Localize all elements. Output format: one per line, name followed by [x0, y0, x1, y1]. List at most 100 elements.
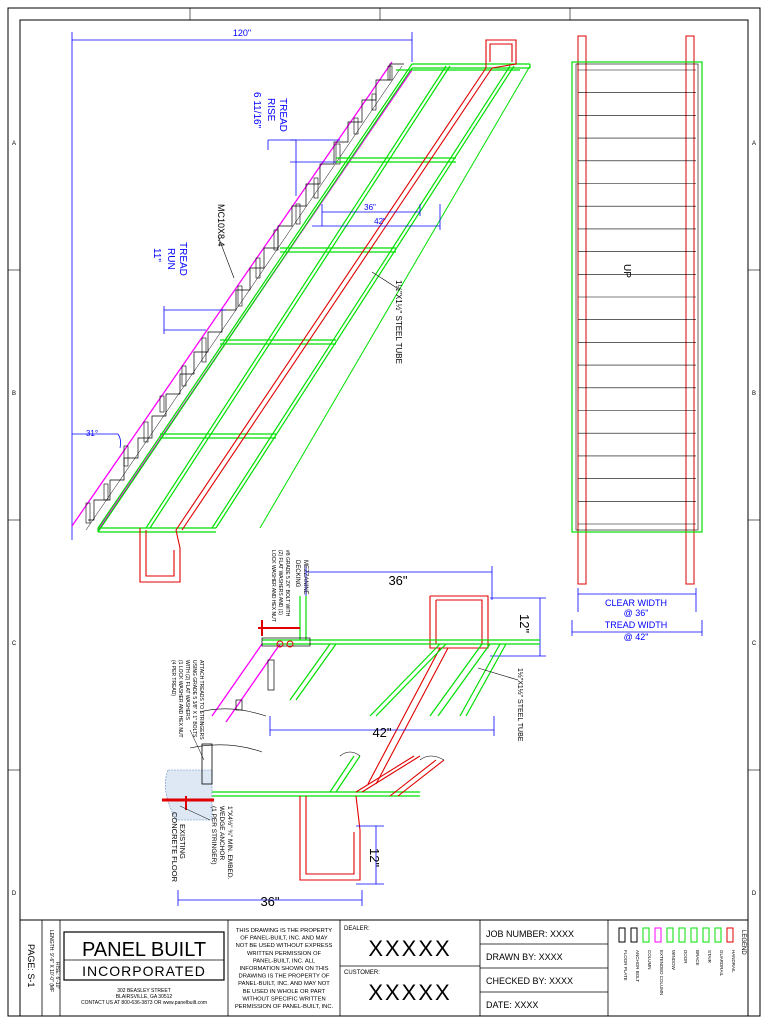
guardrail-frame — [97, 63, 531, 533]
customer-label: CUSTOMER: — [344, 970, 380, 976]
connection-detail-view: 36" 12" — [162, 550, 546, 909]
dim-120-text: 120" — [233, 28, 251, 38]
detail-dim-36-bottom: 36" — [260, 894, 279, 909]
zone-letter-a-right: A — [752, 141, 756, 147]
dealer-value: XXXXX — [368, 936, 451, 961]
zone-letter-c-left: C — [12, 641, 17, 647]
legend-swatch — [726, 927, 734, 943]
company-subname: INCORPORATED — [82, 963, 206, 979]
detail-dim-12-top: 12" — [517, 614, 532, 633]
company-address-1: 302 BEASLEY STREET — [117, 988, 171, 994]
note-attach-2: USING GRADE 5 3/8" X 1" BOLTS — [191, 660, 197, 738]
plan-direction: UP — [621, 264, 632, 278]
legend-item: BRACE — [695, 950, 700, 966]
company-address-2: BLAIRSVILLE, GA 30512 — [116, 994, 173, 1000]
note-mezzanine-1: MEZZANINE — [302, 560, 308, 595]
disclaimer-line: DRAWING IS THE PROPERTY OF — [239, 974, 330, 980]
legend-item: FLOOR PLATE — [623, 950, 628, 981]
disclaimer-line: WRITTEN PERMISSION OF — [247, 951, 322, 957]
stair-plan-view: UP CLEAR WIDTH @ 36" TREAD WIDTH @ 42" — [571, 35, 703, 642]
width-dims-small: 36" 42" — [312, 203, 441, 230]
tread-width-label: TREAD WIDTH — [605, 620, 668, 630]
zone-letter-d-right: D — [752, 891, 757, 897]
note-floor-2: CONCRETE FLOOR — [170, 812, 179, 883]
note-attach-4: (1 LOCK WASHER AND HEX NUT — [177, 660, 183, 738]
legend-swatch — [666, 927, 674, 943]
legend-item: EXTENDED COLUMN — [659, 950, 664, 995]
note-anchor-2: WEDGE ANCHOR — [218, 806, 225, 860]
zone-letter-b-right: B — [752, 391, 756, 397]
stair-isometric-view: 120" — [71, 28, 531, 583]
tread-rise-dim: TREAD RISE 6 11/16" — [251, 92, 340, 196]
outer-border — [7, 7, 761, 1017]
tread-run-label-2: RUN — [165, 248, 176, 270]
note-bolt-3: LOCK WASHER AND HEX NUT — [270, 550, 276, 622]
disclaimer-line: WITHOUT SPECIFIC WRITTEN — [242, 996, 325, 1002]
legend-item: DOOR — [683, 950, 688, 964]
note-floor-1: EXISTING — [178, 824, 187, 859]
note-attach-5: (4 PER TREAD) — [170, 660, 176, 696]
legend-item: STAIR — [707, 950, 712, 964]
disclaimer-line: OF PANEL-BUILT, INC. AND MAY — [240, 936, 328, 942]
zone-letter-b-left: B — [12, 391, 16, 397]
legend-swatch — [630, 927, 638, 943]
legend-swatch — [678, 927, 686, 943]
legend-swatch — [714, 927, 722, 943]
checked-by: CHECKED BY: XXXX — [486, 976, 573, 986]
dealer-label: DEALER: — [344, 926, 370, 932]
zone-letter-c-right: C — [752, 641, 757, 647]
disclaimer-line: INFORMATION SHOWN ON THIS — [240, 966, 329, 972]
tread-run-label-1: TREAD — [177, 242, 188, 276]
tread-rise-label-1: TREAD — [277, 98, 288, 132]
company-name: PANEL BUILT — [82, 939, 206, 961]
zone-letter-a-left: A — [12, 141, 16, 147]
handrail-red — [139, 39, 517, 583]
stair-steps-profile — [88, 63, 404, 521]
dim-36-small: 36" — [364, 203, 376, 212]
tread-rise-label-2: RISE — [265, 98, 276, 122]
page-number: PAGE: S-1 — [26, 944, 36, 987]
disclaimer-line: PANEL-BUILT, INC. AND MAY NOT — [238, 981, 330, 987]
legend-swatch — [618, 927, 626, 943]
dim-42-small: 42" — [374, 217, 386, 226]
tube-label: 1½"X1½" STEEL TUBE — [394, 280, 403, 364]
detail-dim-36-top: 36" — [388, 573, 407, 588]
note-attach-1: ATTACH TREADS TO STRINGERS — [198, 660, 204, 740]
legend-swatch — [690, 927, 698, 943]
tube-label-detail: 1½"X1½" STEEL TUBE — [516, 668, 524, 742]
detail-dim-12-bottom: 12" — [367, 848, 382, 867]
note-bolt-2: (2) FLAT WASHERS AND (1) — [277, 550, 283, 615]
tread-brackets — [85, 65, 393, 524]
customer-value: XXXXX — [368, 980, 451, 1005]
tread-rise-value: 6 11/16" — [251, 92, 262, 129]
stair-length: LENGTH: 9'-6" X 10'-0" (MF — [48, 930, 54, 992]
note-attach-3: WITH (2) FLAT WASHERS — [184, 660, 190, 721]
disclaimer-line: PERMISSION OF PANEL-BUILT, INC. — [235, 1004, 334, 1010]
disclaimer-line: NOT BE USED WITHOUT EXPRESS — [236, 943, 333, 949]
angle-31-text: 31° — [86, 429, 98, 438]
tread-run-value: 11" — [151, 248, 162, 262]
clear-width-label: CLEAR WIDTH — [605, 598, 667, 608]
disclaimer-line: PANEL-BUILT, INC. ALL — [253, 958, 316, 964]
clear-width-value: @ 36" — [624, 608, 649, 618]
date: DATE: XXXX — [486, 1000, 538, 1010]
note-anchor-3: (1 PER STRINGER) — [210, 806, 217, 865]
company-contact: CONTACT US AT 800-636-3873 OR www.panelb… — [81, 1000, 207, 1006]
legend-title: LEGEND — [740, 930, 746, 955]
drawn-by: DRAWN BY: XXXX — [486, 952, 563, 962]
note-anchor-1: 1"X4½" ¾" MIN. EMBED. — [226, 806, 234, 880]
legend-item: GUARDRAIL — [719, 950, 724, 977]
legend: LEGEND HANDRAIL GUARDRAIL STAIR BRACE DOOR WIN… — [618, 927, 746, 995]
tread-width-value: @ 42" — [624, 632, 649, 642]
legend-item: HANDRAIL — [731, 950, 736, 973]
legend-item: ANCHOR BOLT — [635, 950, 640, 982]
legend-swatch — [642, 927, 650, 943]
inner-border — [19, 19, 749, 1017]
stair-rise: RISE: 6'-10" — [54, 962, 60, 989]
legend-item: COLUMN — [647, 950, 652, 970]
stringer-label: MC10X8.4 — [216, 204, 226, 247]
note-bolt-1: #8 GRADE 5 2X" BOLT WITH — [284, 550, 290, 617]
legend-item: WINDOW — [671, 950, 676, 970]
